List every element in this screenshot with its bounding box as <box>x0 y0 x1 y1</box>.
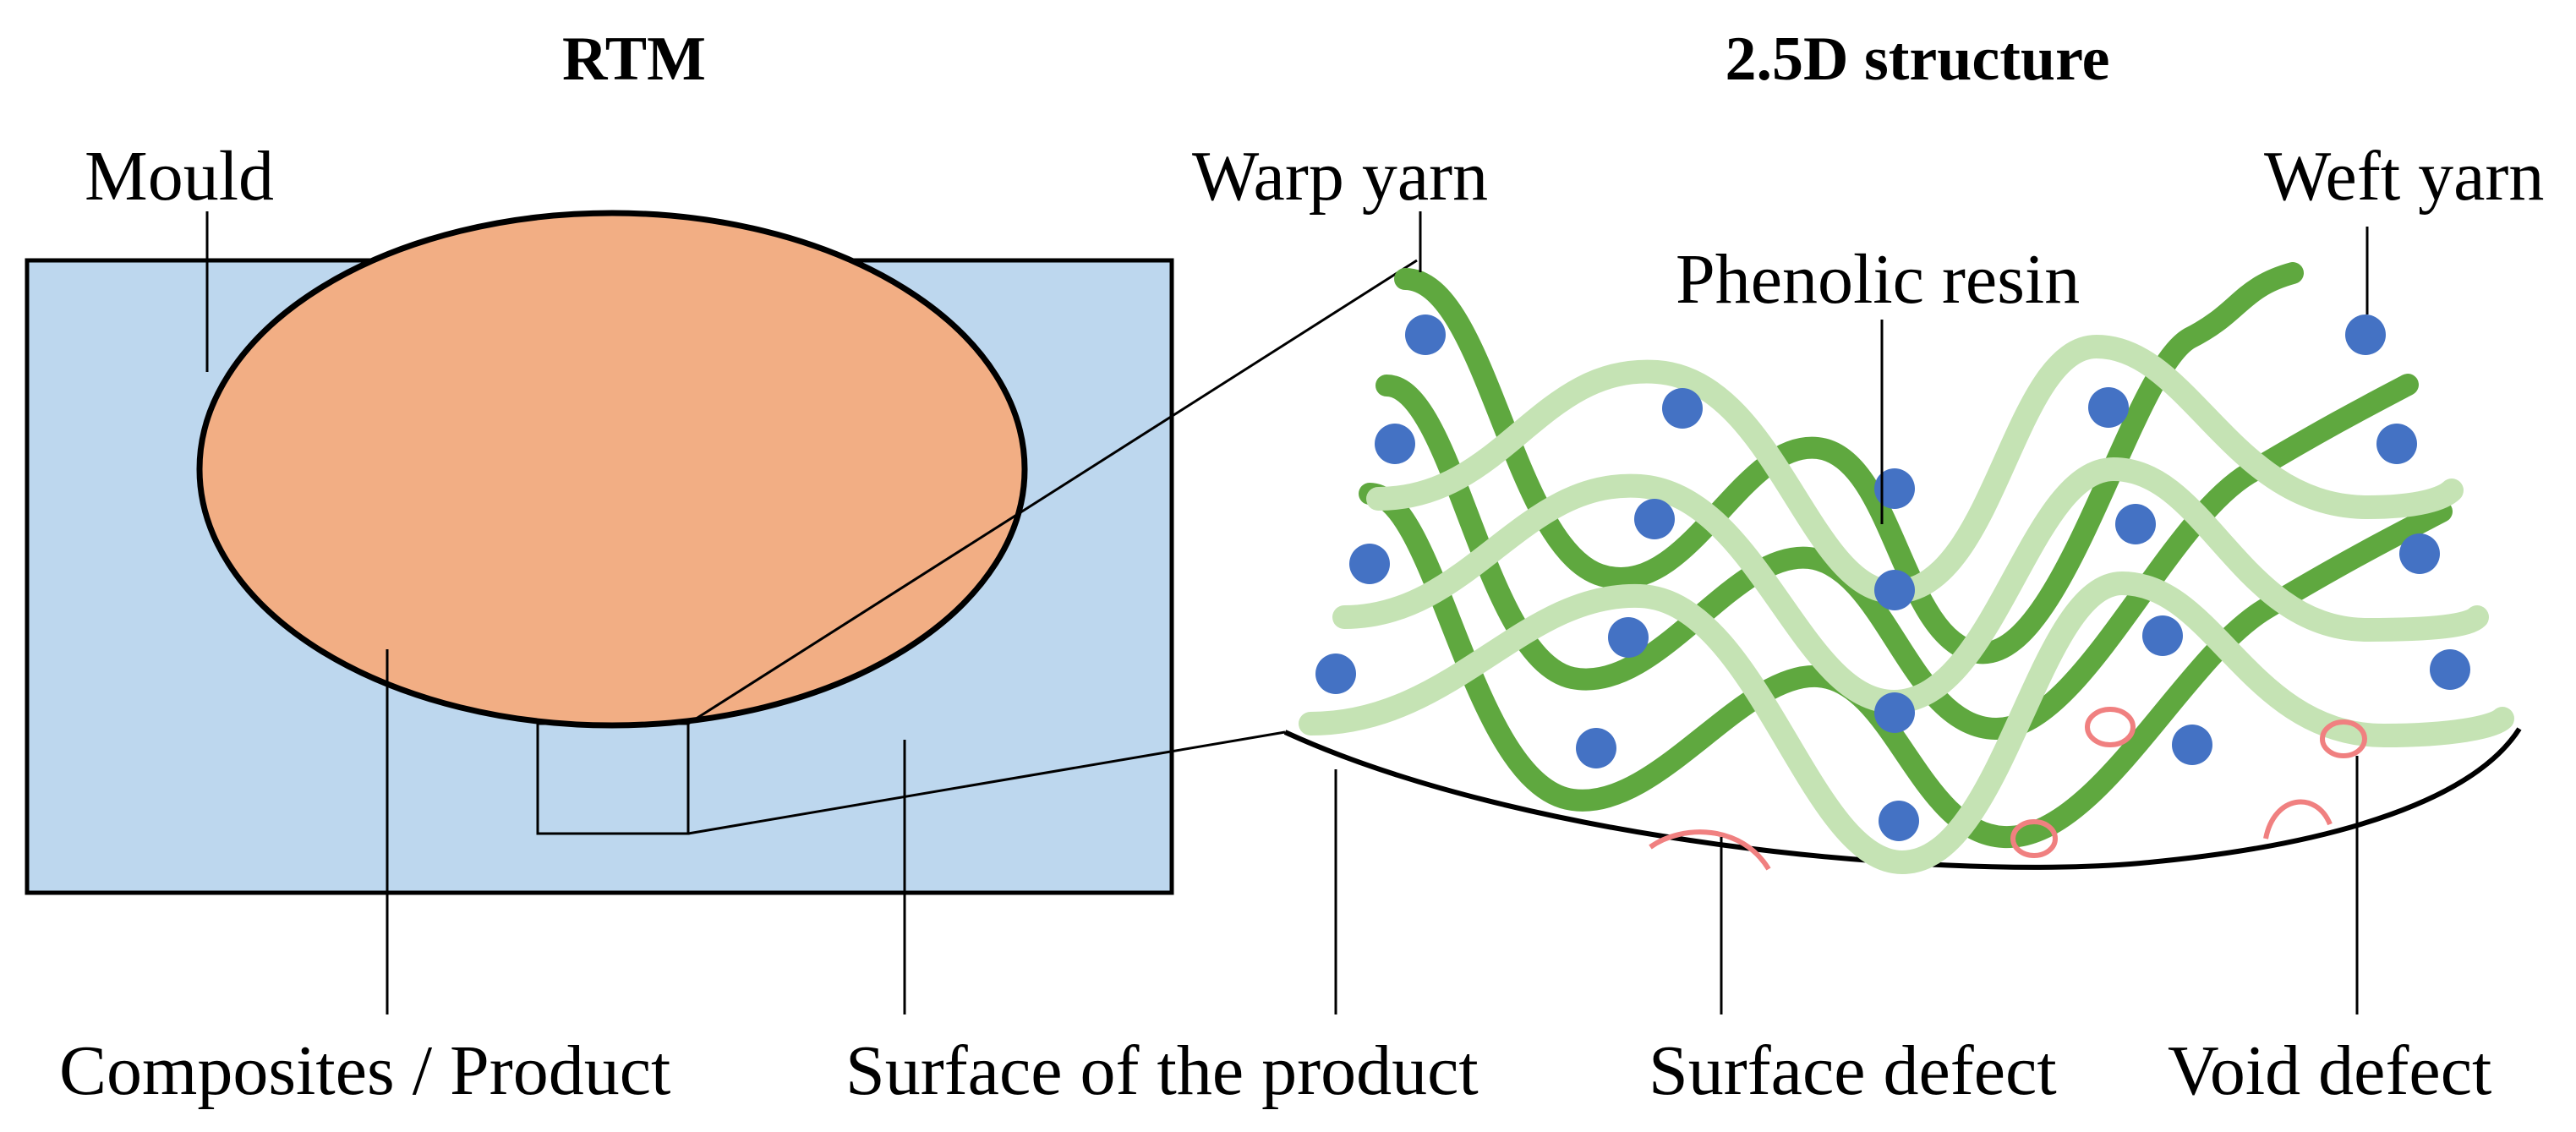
phenolic-resin-label: Phenolic resin <box>1676 240 2080 319</box>
weft-dot <box>2399 533 2440 574</box>
weft-dot <box>1874 692 1915 733</box>
weft-yarn-label: Weft yarn <box>2264 137 2544 216</box>
warp-yarn-light-1 <box>1366 334 2464 604</box>
weft-yarn-dots <box>1315 314 2470 841</box>
weft-dot <box>1405 314 1446 355</box>
weft-dot <box>1375 424 1415 464</box>
weft-dot <box>1576 728 1616 768</box>
weft-dot <box>2088 387 2129 428</box>
weft-dot <box>2172 725 2212 765</box>
void-defect <box>2320 719 2367 758</box>
weft-dot <box>1349 544 1390 584</box>
surface-defect-label: Surface defect <box>1649 1031 2057 1110</box>
weft-dot <box>1315 653 1356 694</box>
mould-label: Mould <box>85 137 274 216</box>
composites-product <box>196 210 1028 729</box>
void-defect-label: Void defect <box>2168 1031 2491 1110</box>
weft-dot <box>2142 615 2183 656</box>
surface-of-product-label: Surface of the product <box>845 1031 1479 1110</box>
warp-yarns-dark <box>1359 262 2453 849</box>
weft-dot <box>2345 314 2386 355</box>
rtm-title: RTM <box>562 25 706 94</box>
void-defect <box>2010 819 2058 858</box>
surface-defect-bump-right <box>2263 799 2333 839</box>
weft-dot <box>1874 570 1915 610</box>
defects <box>1649 707 2367 871</box>
structure-title: 2.5D structure <box>1726 25 2110 94</box>
warp-yarn-label: Warp yarn <box>1192 137 1488 216</box>
surface-defect-bump <box>1649 829 1771 871</box>
weft-dot <box>1879 801 1919 841</box>
weft-dot <box>1662 388 1703 429</box>
weft-dot <box>2115 504 2156 544</box>
product-surface-curve <box>1283 727 2522 870</box>
weft-dot <box>2376 424 2417 464</box>
zoom-line-top <box>687 259 1418 725</box>
zoom-box <box>536 722 690 835</box>
weft-dot <box>2430 649 2470 690</box>
composites-label: Composites / Product <box>59 1031 670 1110</box>
zoom-line-bottom <box>687 730 1286 835</box>
warp-yarn-light-2 <box>1332 457 2489 714</box>
weft-dot <box>1634 499 1675 539</box>
weft-dot <box>1874 468 1915 509</box>
void-defect <box>2085 707 2136 747</box>
weft-dot <box>1608 617 1649 658</box>
